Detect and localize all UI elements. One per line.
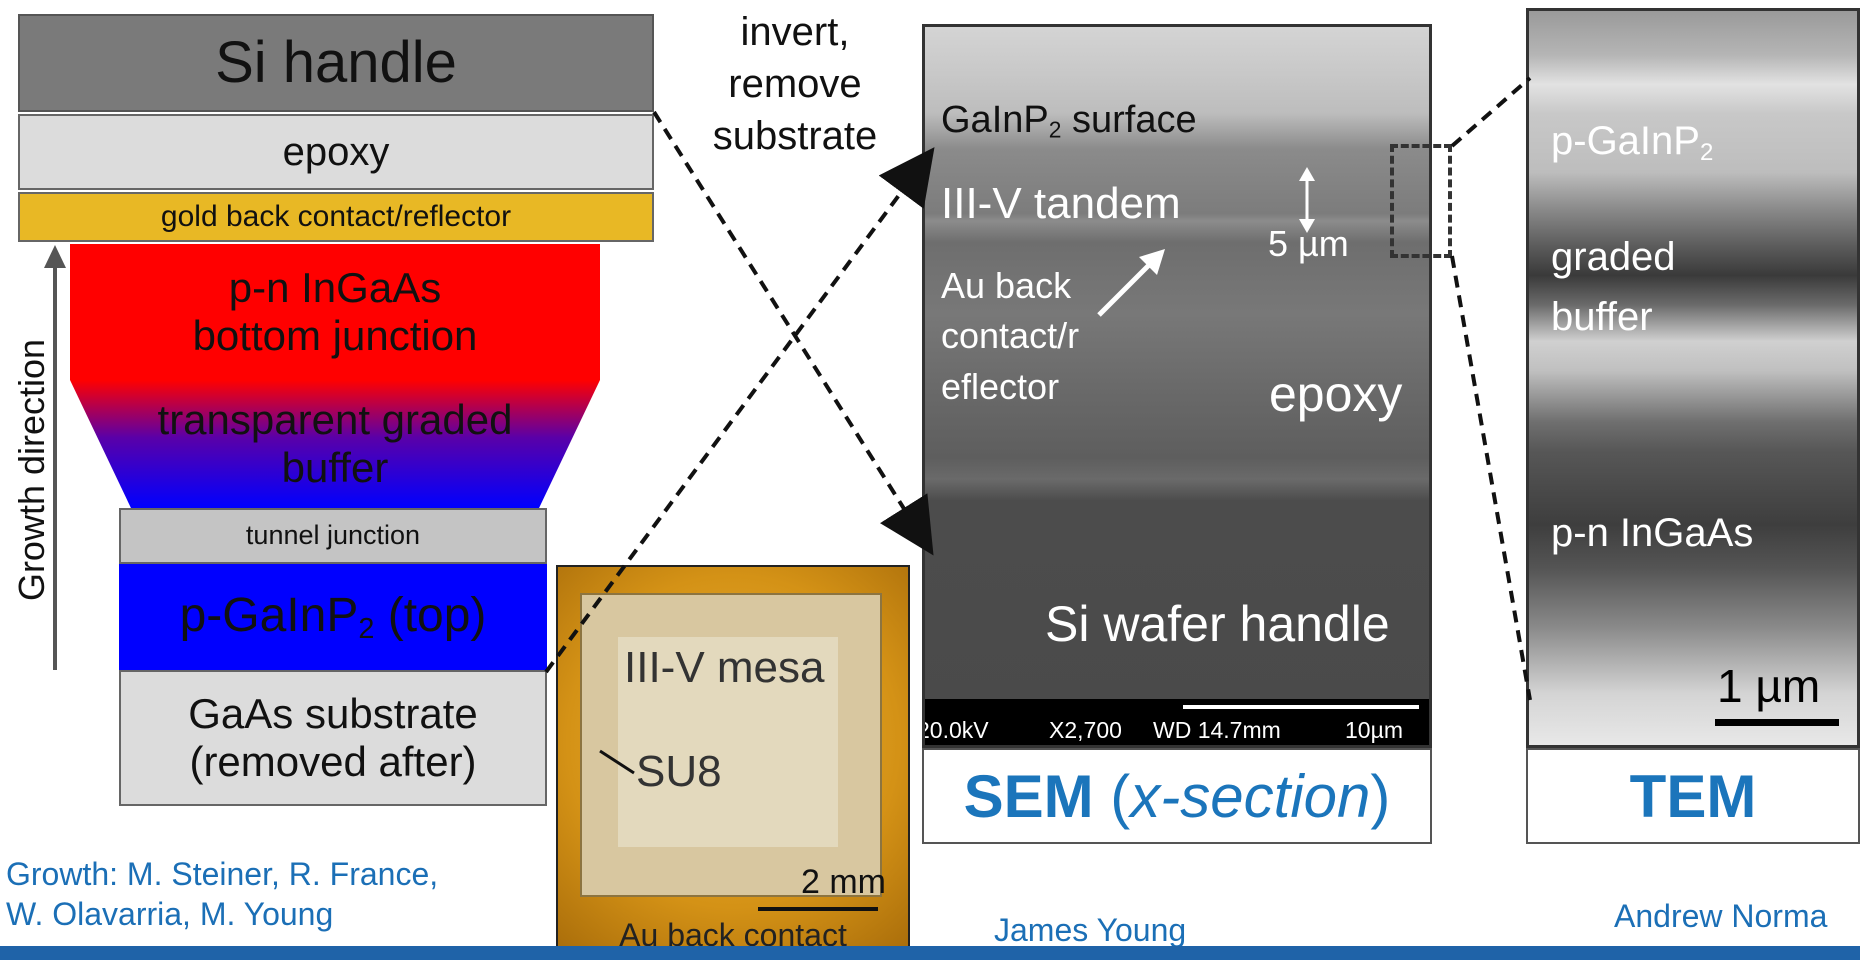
sem-si-label: Si wafer handle [1045,596,1390,652]
gold-contact-label: gold back contact/reflector [160,199,512,233]
sem-au-label: Au back contact/r eflector [941,265,1080,407]
sem-info-scale: 10µm [1345,717,1403,743]
sem-caption: SEM (x-section) [922,748,1432,844]
tem-caption: TEM [1526,748,1860,844]
sem-surface-label: GaInP2 surface [941,99,1197,143]
device-photo: III-V mesa SU8 2 mm Au back contact [556,565,910,957]
tem-scale-label: 1 µm [1717,660,1821,712]
sem-tandem-label: III-V tandem [941,179,1181,228]
sem-epoxy-label: epoxy [1269,366,1403,422]
sem-scale-arrow [1299,167,1315,233]
process-note-line3: substrate [712,114,878,158]
growth-direction-label: Growth direction [11,338,52,602]
growth-credit-line1: Growth: M. Steiner, R. France, [6,856,439,892]
tem-buffer-label: buffer [1551,295,1653,339]
sem-zoom-box [1390,144,1452,258]
tem-image: p-GaInP2 graded buffer p-n InGaAs 1 µm [1526,8,1860,748]
si-handle-label: Si handle [215,29,457,95]
process-note: invert, remove substrate [690,6,900,162]
growth-direction-arrow [44,245,66,670]
substrate-line1: GaAs substrate [188,689,478,737]
graded-buffer-layer: transparent graded buffer [70,380,600,508]
su8-pointer [599,749,635,775]
tem-graded-label: graded [1551,235,1676,279]
gainp-top-layer: p-GaInP2 (top) [119,564,547,670]
ingaas-bottom-junction-layer: p-n InGaAs bottom junction [70,244,600,380]
epoxy-layer: epoxy [18,114,654,190]
footer-bar [0,946,1860,960]
process-note-line2: remove [728,62,862,106]
sem-scale-label: 5 µm [1268,223,1349,264]
sem-info-scale-line [1183,705,1419,709]
sem-author-credit: James Young [994,912,1187,948]
tem-ingaas-label: p-n InGaAs [1551,511,1754,555]
gold-contact-layer: gold back contact/reflector [18,192,654,242]
tunnel-label: tunnel junction [245,520,421,551]
sem-au-arrow [1097,249,1165,317]
arrow-top-to-sem-bottom [652,110,934,556]
growth-credit-line2: W. Olavarria, M. Young [6,896,334,932]
si-handle-layer: Si handle [18,14,654,112]
photo-scale-label: 2 mm [801,863,886,901]
epoxy-label: epoxy [282,130,390,174]
tem-scale-bar [1715,719,1839,726]
sem-info-wd: WD 14.7mm [1153,717,1281,743]
sem-image: GaInP2 surface III-V tandem 5 µm Au back… [922,24,1432,748]
photo-scale-bar [758,907,878,911]
su8-label: SU8 [636,747,722,796]
tunnel-junction-layer: tunnel junction [119,508,547,564]
gainp-top-label: p-GaInP2 (top) [179,588,487,646]
graded-line2: buffer [281,444,389,491]
sem-info-bar: 20.0kV X2,700 WD 14.7mm 10µm [922,699,1429,745]
zoom-line-top [1450,76,1532,148]
sem-info-kv: 20.0kV [922,717,989,743]
sem-info-mag: X2,700 [1049,717,1122,743]
graded-line1: transparent graded [157,395,513,443]
zoom-line-bottom [1450,255,1532,701]
process-note-line1: invert, [740,10,850,54]
substrate-line2: (removed after) [189,738,477,785]
growth-credit: Growth: M. Steiner, R. France, W. Olavar… [6,854,438,934]
gaas-substrate-layer: GaAs substrate (removed after) [119,670,547,806]
ingaas-line2: bottom junction [192,312,478,359]
mesa-label: III-V mesa [624,643,825,692]
tem-gainp-label: p-GaInP2 [1551,119,1714,166]
ingaas-line1: p-n InGaAs [228,263,442,311]
tem-author-credit: Andrew Norma [1614,898,1828,934]
